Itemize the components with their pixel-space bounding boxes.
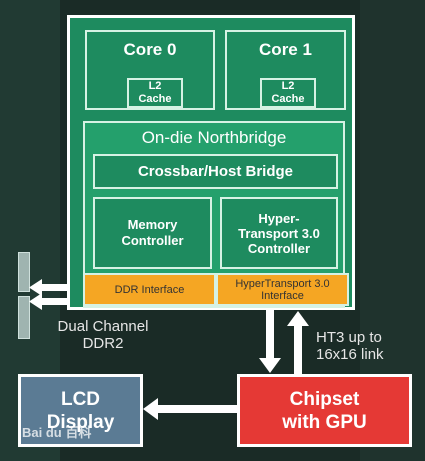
core-1: Core 1 L2 Cache [225,30,346,110]
lcd-arrow-head [143,398,158,420]
ddr-arrow-upper-shaft [40,284,68,291]
ddr-interface: DDR Interface [83,273,216,306]
core-1-l2-cache: L2 Cache [260,78,316,108]
core-0-title: Core 0 [123,40,177,59]
memory-controller: Memory Controller [93,197,212,269]
baidu-watermark: Bai du 百科 [22,425,92,440]
hypertransport-interface: HyperTransport 3.0 Interface [216,273,349,306]
ddr-arrow-lower-shaft [40,298,68,305]
core-0: Core 0 L2 Cache [85,30,215,110]
ddr-arrow-lower-head [29,293,42,310]
ht-up-arrow-shaft [294,322,302,374]
northbridge-title: On-die Northbridge [141,128,287,147]
memory-label: Dual Channel DDR2 [57,318,149,352]
dimm-module-1 [18,252,30,292]
chipset-with-gpu: Chipset with GPU [237,374,412,447]
dimm-module-2 [18,296,30,339]
ht-down-arrow-shaft [266,310,274,362]
core-0-l2-cache: L2 Cache [127,78,183,108]
lcd-arrow-shaft [155,405,238,413]
lcd-display: LCD Display [18,374,143,447]
hypertransport-controller: Hyper- Transport 3.0 Controller [220,197,338,269]
ht-link-label: HT3 up to 16x16 link [316,329,384,363]
ht-up-arrow-head [287,311,309,326]
crossbar-host-bridge: Crossbar/Host Bridge [93,154,338,189]
core-1-title: Core 1 [259,40,312,59]
on-die-northbridge: On-die Northbridge Crossbar/Host Bridge … [83,121,349,308]
ht-down-arrow-head [259,358,281,373]
processor-die: Core 0 L2 Cache Core 1 L2 Cache On-die N… [67,15,355,310]
ddr-arrow-upper-head [29,279,42,296]
